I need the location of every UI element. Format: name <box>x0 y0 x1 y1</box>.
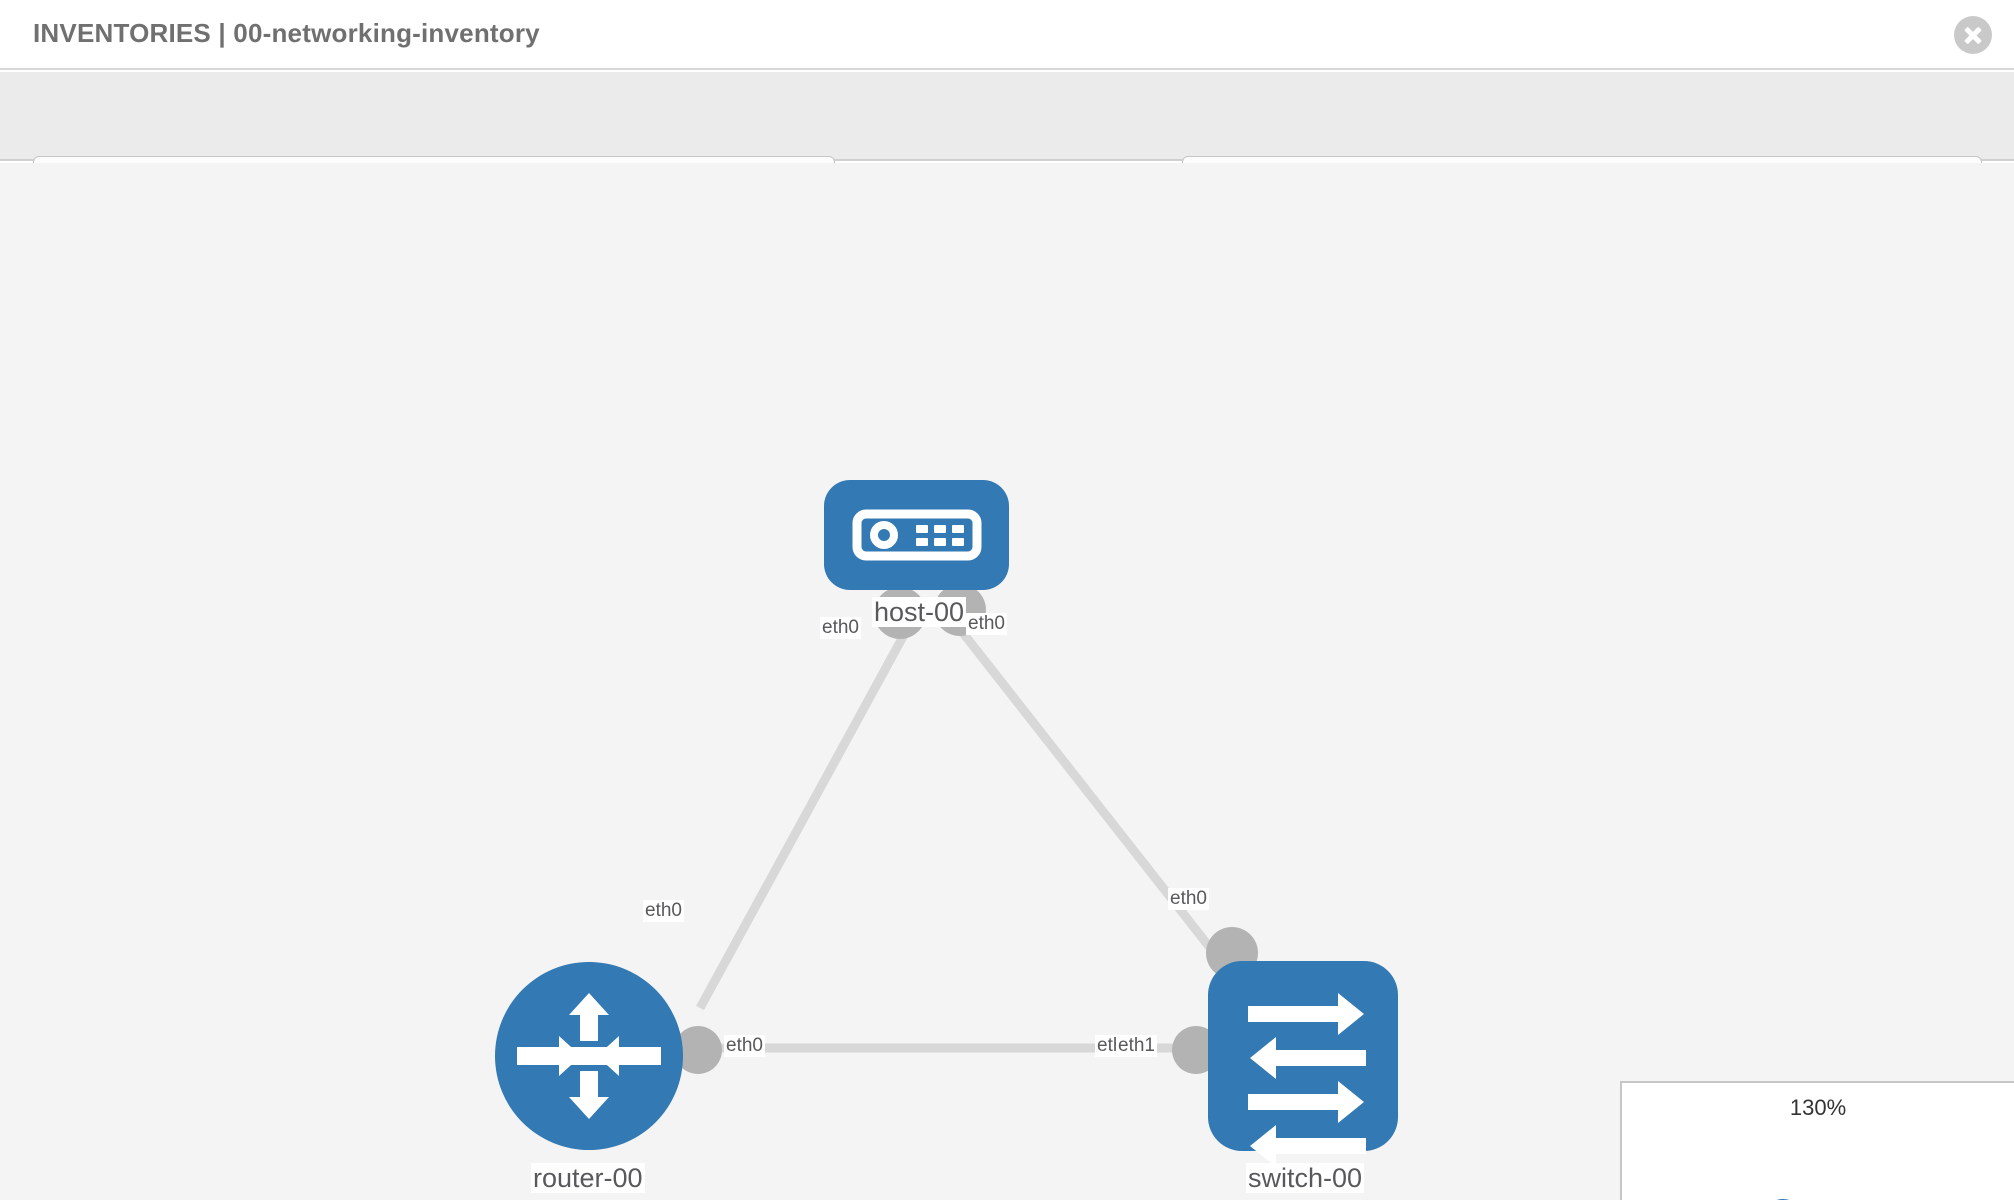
topology-endpoints <box>674 584 1258 1074</box>
node-label-router-00[interactable]: router-00 <box>531 1163 645 1194</box>
server-icon <box>852 509 982 561</box>
zoom-control-panel: 130% <box>1620 1081 2014 1200</box>
switch-arrows-icon <box>1248 993 1366 1167</box>
page-title: INVENTORIES | 00-networking-inventory <box>33 18 540 48</box>
node-label-switch-00[interactable]: switch-00 <box>1246 1163 1365 1194</box>
interface-label-router00-eth0[interactable]: eth0 <box>724 1035 765 1057</box>
node-router-00[interactable] <box>495 962 683 1150</box>
close-icon[interactable] <box>1954 16 1992 54</box>
interface-label-router00-eth0-up[interactable]: eth0 <box>643 900 684 922</box>
interface-label-switch00-eth1[interactable]: eth1 <box>1116 1035 1157 1057</box>
interface-label-host00-eth0-left[interactable]: eth0 <box>820 617 861 639</box>
topology-graph <box>495 480 1398 1167</box>
topology-links <box>696 630 1226 1053</box>
link-host00-router00[interactable] <box>696 630 909 1011</box>
zoom-level-value: 130% <box>1789 1095 1847 1120</box>
node-switch-00[interactable] <box>1208 961 1398 1167</box>
page-header: INVENTORIES | 00-networking-inventory <box>0 0 2014 70</box>
node-label-host-00[interactable]: host-00 <box>872 597 967 628</box>
node-host-00[interactable] <box>824 480 1009 590</box>
topology-canvas[interactable]: host-00 router-00 switch-00 eth0 eth0 et… <box>0 163 2014 1200</box>
link-host00-switch00[interactable] <box>959 630 1226 966</box>
interface-label-host00-eth0-right[interactable]: eth0 <box>966 613 1007 635</box>
router-arrows-icon <box>517 993 661 1119</box>
endpoint-router00-right[interactable] <box>674 1026 722 1074</box>
toolbar: ACTIONS SEARCH <box>0 72 2014 210</box>
interface-label-switch00-eth0-up[interactable]: eth0 <box>1168 888 1209 910</box>
